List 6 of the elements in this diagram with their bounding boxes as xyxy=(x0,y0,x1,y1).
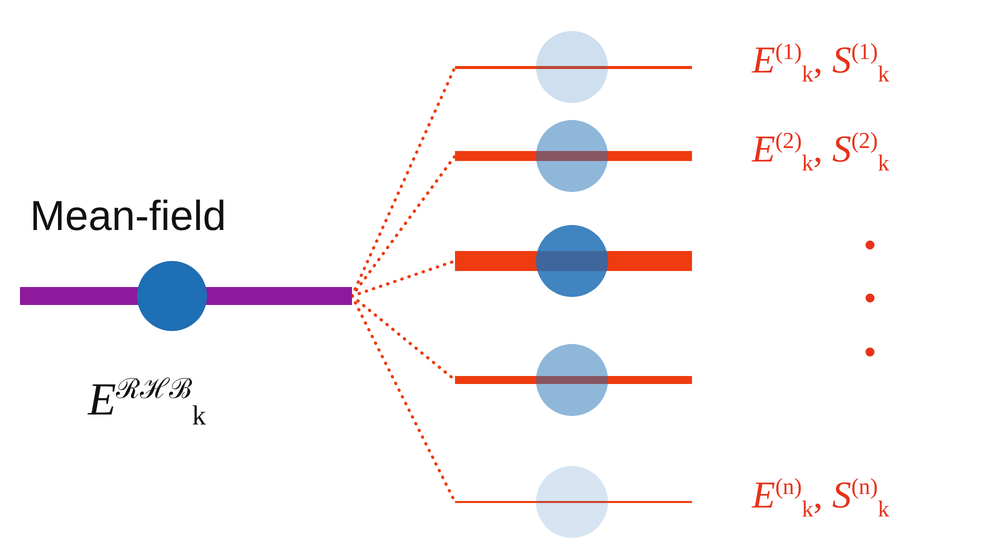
level-title: Mean-field xyxy=(30,195,226,237)
connector-line xyxy=(350,260,456,298)
connector-line xyxy=(350,154,456,298)
energy-level xyxy=(455,66,692,68)
energy-level xyxy=(455,376,692,384)
energy-level xyxy=(455,151,692,161)
